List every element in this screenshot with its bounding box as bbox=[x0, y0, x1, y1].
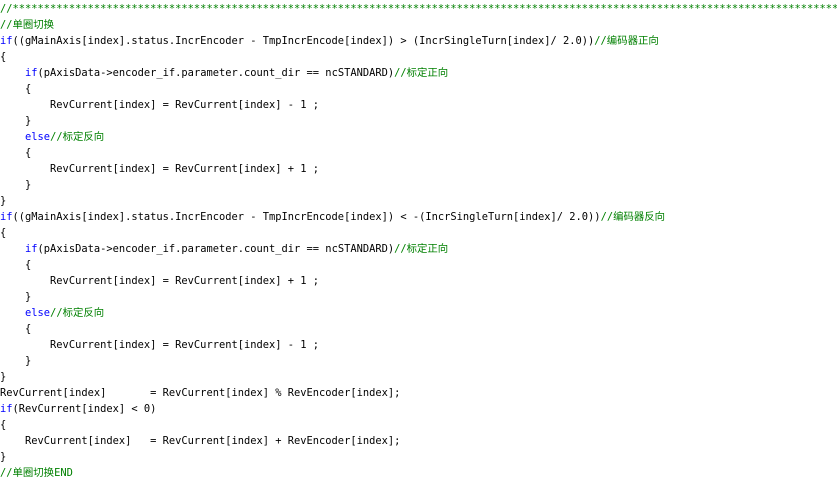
code-text: (pAxisData->encoder_if.parameter.count_d… bbox=[37, 67, 395, 79]
code-line[interactable]: if(RevCurrent[index] < 0) bbox=[0, 401, 837, 417]
code-text: } bbox=[0, 179, 32, 191]
code-text: { bbox=[0, 147, 32, 159]
code-line[interactable]: else//标定反向 bbox=[0, 305, 837, 321]
code-comment: //标定正向 bbox=[394, 243, 449, 255]
code-keyword: else bbox=[25, 131, 51, 143]
code-text: ((gMainAxis[index].status.IncrEncoder - … bbox=[12, 35, 595, 47]
code-line[interactable]: if((gMainAxis[index].status.IncrEncoder … bbox=[0, 33, 837, 49]
code-text: { bbox=[0, 51, 7, 63]
code-text bbox=[0, 67, 25, 79]
code-line[interactable]: if((gMainAxis[index].status.IncrEncoder … bbox=[0, 209, 837, 225]
code-line[interactable]: { bbox=[0, 225, 837, 241]
code-comment: //标定反向 bbox=[50, 131, 105, 143]
code-keyword: if bbox=[0, 403, 13, 415]
code-line[interactable]: RevCurrent[index] = RevCurrent[index] % … bbox=[0, 385, 837, 401]
code-line[interactable]: } bbox=[0, 369, 837, 385]
code-line[interactable]: { bbox=[0, 81, 837, 97]
code-line[interactable]: //单圈切换END bbox=[0, 465, 837, 481]
code-text: RevCurrent[index] = RevCurrent[index] + … bbox=[0, 275, 320, 287]
code-text: RevCurrent[index] = RevCurrent[index] - … bbox=[0, 99, 320, 111]
code-comment: //**************************************… bbox=[0, 3, 837, 15]
code-line[interactable]: RevCurrent[index] = RevCurrent[index] - … bbox=[0, 97, 837, 113]
code-line[interactable]: RevCurrent[index] = RevCurrent[index] + … bbox=[0, 161, 837, 177]
code-text bbox=[0, 307, 25, 319]
code-text: { bbox=[0, 419, 7, 431]
code-line[interactable]: RevCurrent[index] = RevCurrent[index] + … bbox=[0, 273, 837, 289]
code-line[interactable]: //**************************************… bbox=[0, 1, 837, 17]
code-keyword: if bbox=[25, 67, 38, 79]
code-text: RevCurrent[index] = RevCurrent[index] - … bbox=[0, 339, 320, 351]
code-line[interactable]: { bbox=[0, 145, 837, 161]
code-text: RevCurrent[index] = RevCurrent[index] + … bbox=[0, 163, 320, 175]
code-comment: //标定反向 bbox=[50, 307, 105, 319]
code-line[interactable]: RevCurrent[index] = RevCurrent[index] - … bbox=[0, 337, 837, 353]
code-line[interactable]: if(pAxisData->encoder_if.parameter.count… bbox=[0, 241, 837, 257]
code-text: } bbox=[0, 291, 32, 303]
code-line[interactable]: } bbox=[0, 353, 837, 369]
code-line[interactable]: } bbox=[0, 449, 837, 465]
code-comment: //单圈切换END bbox=[0, 467, 73, 479]
code-text: RevCurrent[index] = RevCurrent[index] % … bbox=[0, 387, 401, 399]
code-keyword: if bbox=[0, 35, 13, 47]
code-comment: //单圈切换 bbox=[0, 19, 55, 31]
code-text: { bbox=[0, 323, 32, 335]
code-text: } bbox=[0, 451, 7, 463]
code-keyword: else bbox=[25, 307, 51, 319]
code-comment: //编码器正向 bbox=[594, 35, 659, 47]
code-line[interactable]: { bbox=[0, 257, 837, 273]
code-keyword: if bbox=[25, 243, 38, 255]
code-text: } bbox=[0, 115, 32, 127]
code-text: ((gMainAxis[index].status.IncrEncoder - … bbox=[12, 211, 601, 223]
code-line[interactable]: } bbox=[0, 113, 837, 129]
code-line[interactable]: { bbox=[0, 417, 837, 433]
code-text: (pAxisData->encoder_if.parameter.count_d… bbox=[37, 243, 395, 255]
code-line[interactable]: RevCurrent[index] = RevCurrent[index] + … bbox=[0, 433, 837, 449]
code-keyword: if bbox=[0, 211, 13, 223]
code-text: RevCurrent[index] = RevCurrent[index] + … bbox=[0, 435, 401, 447]
code-text: { bbox=[0, 259, 32, 271]
code-text: { bbox=[0, 83, 32, 95]
code-comment: //编码器反向 bbox=[600, 211, 666, 223]
code-line[interactable]: } bbox=[0, 177, 837, 193]
code-text: { bbox=[0, 227, 7, 239]
code-line[interactable]: { bbox=[0, 49, 837, 65]
code-line[interactable]: } bbox=[0, 193, 837, 209]
code-text: } bbox=[0, 195, 7, 207]
code-line[interactable]: else//标定反向 bbox=[0, 129, 837, 145]
code-text: } bbox=[0, 355, 32, 367]
code-text bbox=[0, 131, 25, 143]
code-comment: //标定正向 bbox=[394, 67, 449, 79]
code-text: } bbox=[0, 371, 7, 383]
code-line[interactable]: //单圈切换 bbox=[0, 17, 837, 33]
code-line[interactable]: if(pAxisData->encoder_if.parameter.count… bbox=[0, 65, 837, 81]
code-line[interactable]: } bbox=[0, 289, 837, 305]
code-line[interactable]: { bbox=[0, 321, 837, 337]
code-text: (RevCurrent[index] < 0) bbox=[12, 403, 157, 415]
code-text bbox=[0, 243, 25, 255]
